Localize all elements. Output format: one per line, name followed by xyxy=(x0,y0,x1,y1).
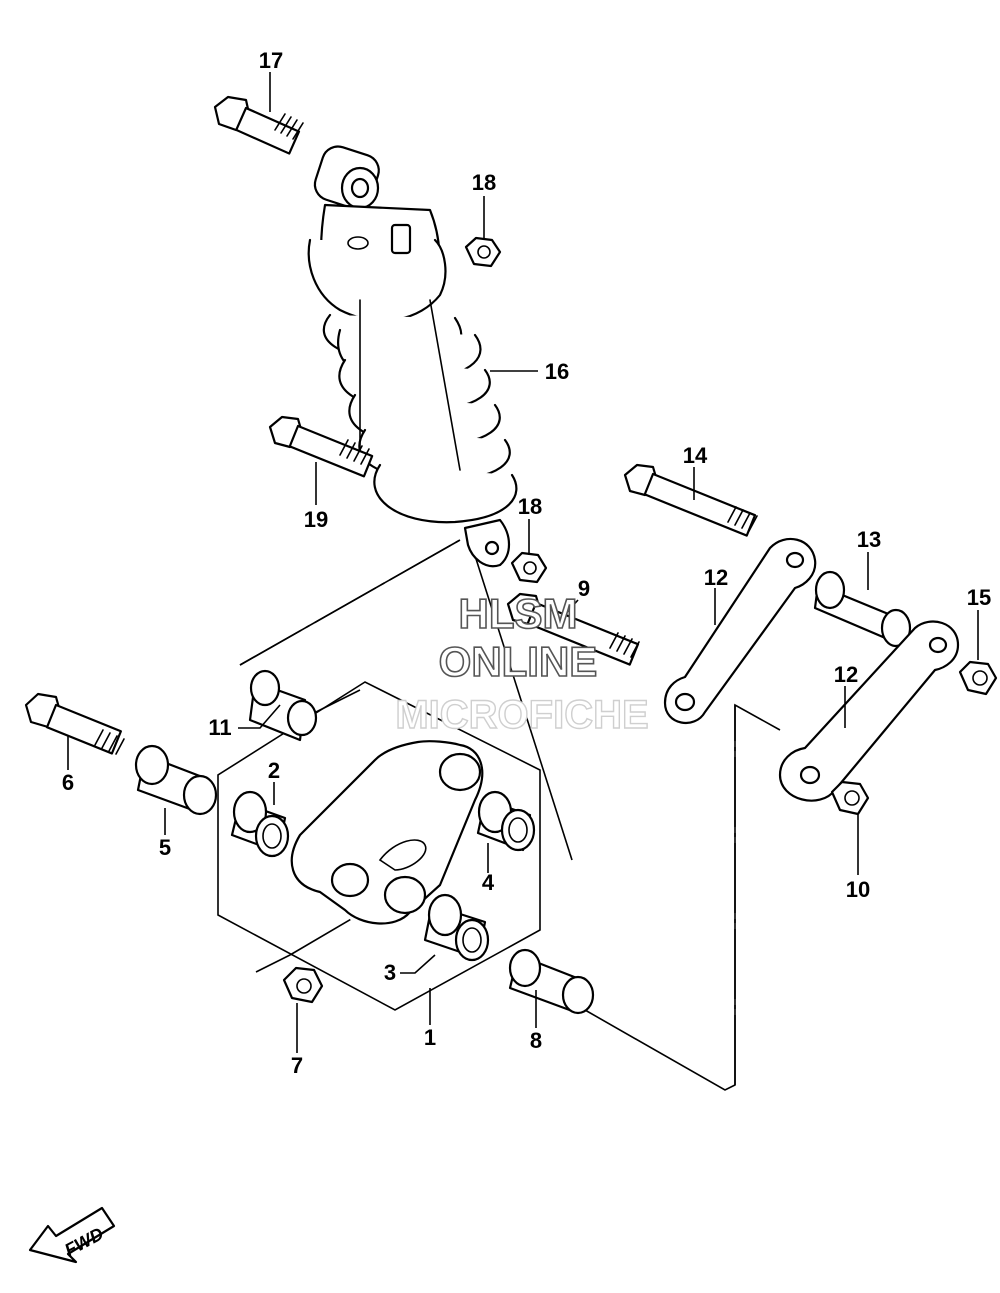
nut-18-upper xyxy=(464,236,502,268)
callout-13: 13 xyxy=(857,527,881,552)
cushion-rod-12-lower xyxy=(778,620,960,802)
callout-14: 14 xyxy=(683,443,708,468)
callout-6: 6 xyxy=(62,770,74,795)
nut-10 xyxy=(830,780,870,816)
watermark-line-3: MICROFICHE xyxy=(395,693,648,737)
callout-12-upper: 12 xyxy=(704,565,728,590)
callout-5: 5 xyxy=(159,835,171,860)
fwd-arrow-icon: FWD xyxy=(28,1206,116,1264)
cushion-lever xyxy=(290,740,484,925)
callout-11: 11 xyxy=(208,715,231,740)
callout-18-upper: 18 xyxy=(472,170,496,195)
nut-18-lower xyxy=(510,551,548,584)
watermark-line-1: HLSM xyxy=(459,590,578,637)
bearing-4 xyxy=(476,790,536,852)
callout-19: 19 xyxy=(304,507,328,532)
callout-9: 9 xyxy=(578,576,590,601)
callout-17: 17 xyxy=(259,48,283,73)
bolt-19 xyxy=(268,415,374,478)
callout-numbers: 17 18 16 19 18 9 14 12 13 15 12 10 11 6 … xyxy=(62,48,991,1078)
bolt-14 xyxy=(623,463,758,537)
callout-10: 10 xyxy=(846,877,870,902)
callout-16: 16 xyxy=(545,359,569,384)
cushion-rod-12-upper xyxy=(663,538,817,724)
callout-12-lower: 12 xyxy=(834,662,858,687)
spacer-11 xyxy=(248,669,318,742)
assembly-lines xyxy=(239,539,781,1091)
callout-4: 4 xyxy=(482,870,495,895)
bearing-3 xyxy=(423,893,490,962)
leader-lines xyxy=(67,72,979,1053)
spacer-5 xyxy=(134,744,218,816)
rear-shock-absorber xyxy=(307,145,518,568)
callout-2: 2 xyxy=(268,758,280,783)
cushion-lever-outline xyxy=(217,681,541,1011)
callout-15: 15 xyxy=(967,585,991,610)
callout-18-lower: 18 xyxy=(518,494,542,519)
callout-8: 8 xyxy=(530,1028,542,1053)
watermark-line-2: ONLINE xyxy=(439,638,598,685)
callout-3: 3 xyxy=(384,960,396,985)
watermark: HLSM ONLINE MICROFICHE xyxy=(395,589,650,738)
bearing-2 xyxy=(230,790,290,858)
bolt-9 xyxy=(506,592,640,666)
spacer-13 xyxy=(813,570,912,648)
nut-7 xyxy=(282,966,324,1004)
callout-1: 1 xyxy=(424,1025,436,1050)
nut-15 xyxy=(958,660,998,696)
bolt-17 xyxy=(213,95,304,155)
bolt-6 xyxy=(24,692,125,755)
spacer-8 xyxy=(508,948,595,1015)
callout-7: 7 xyxy=(291,1053,303,1078)
